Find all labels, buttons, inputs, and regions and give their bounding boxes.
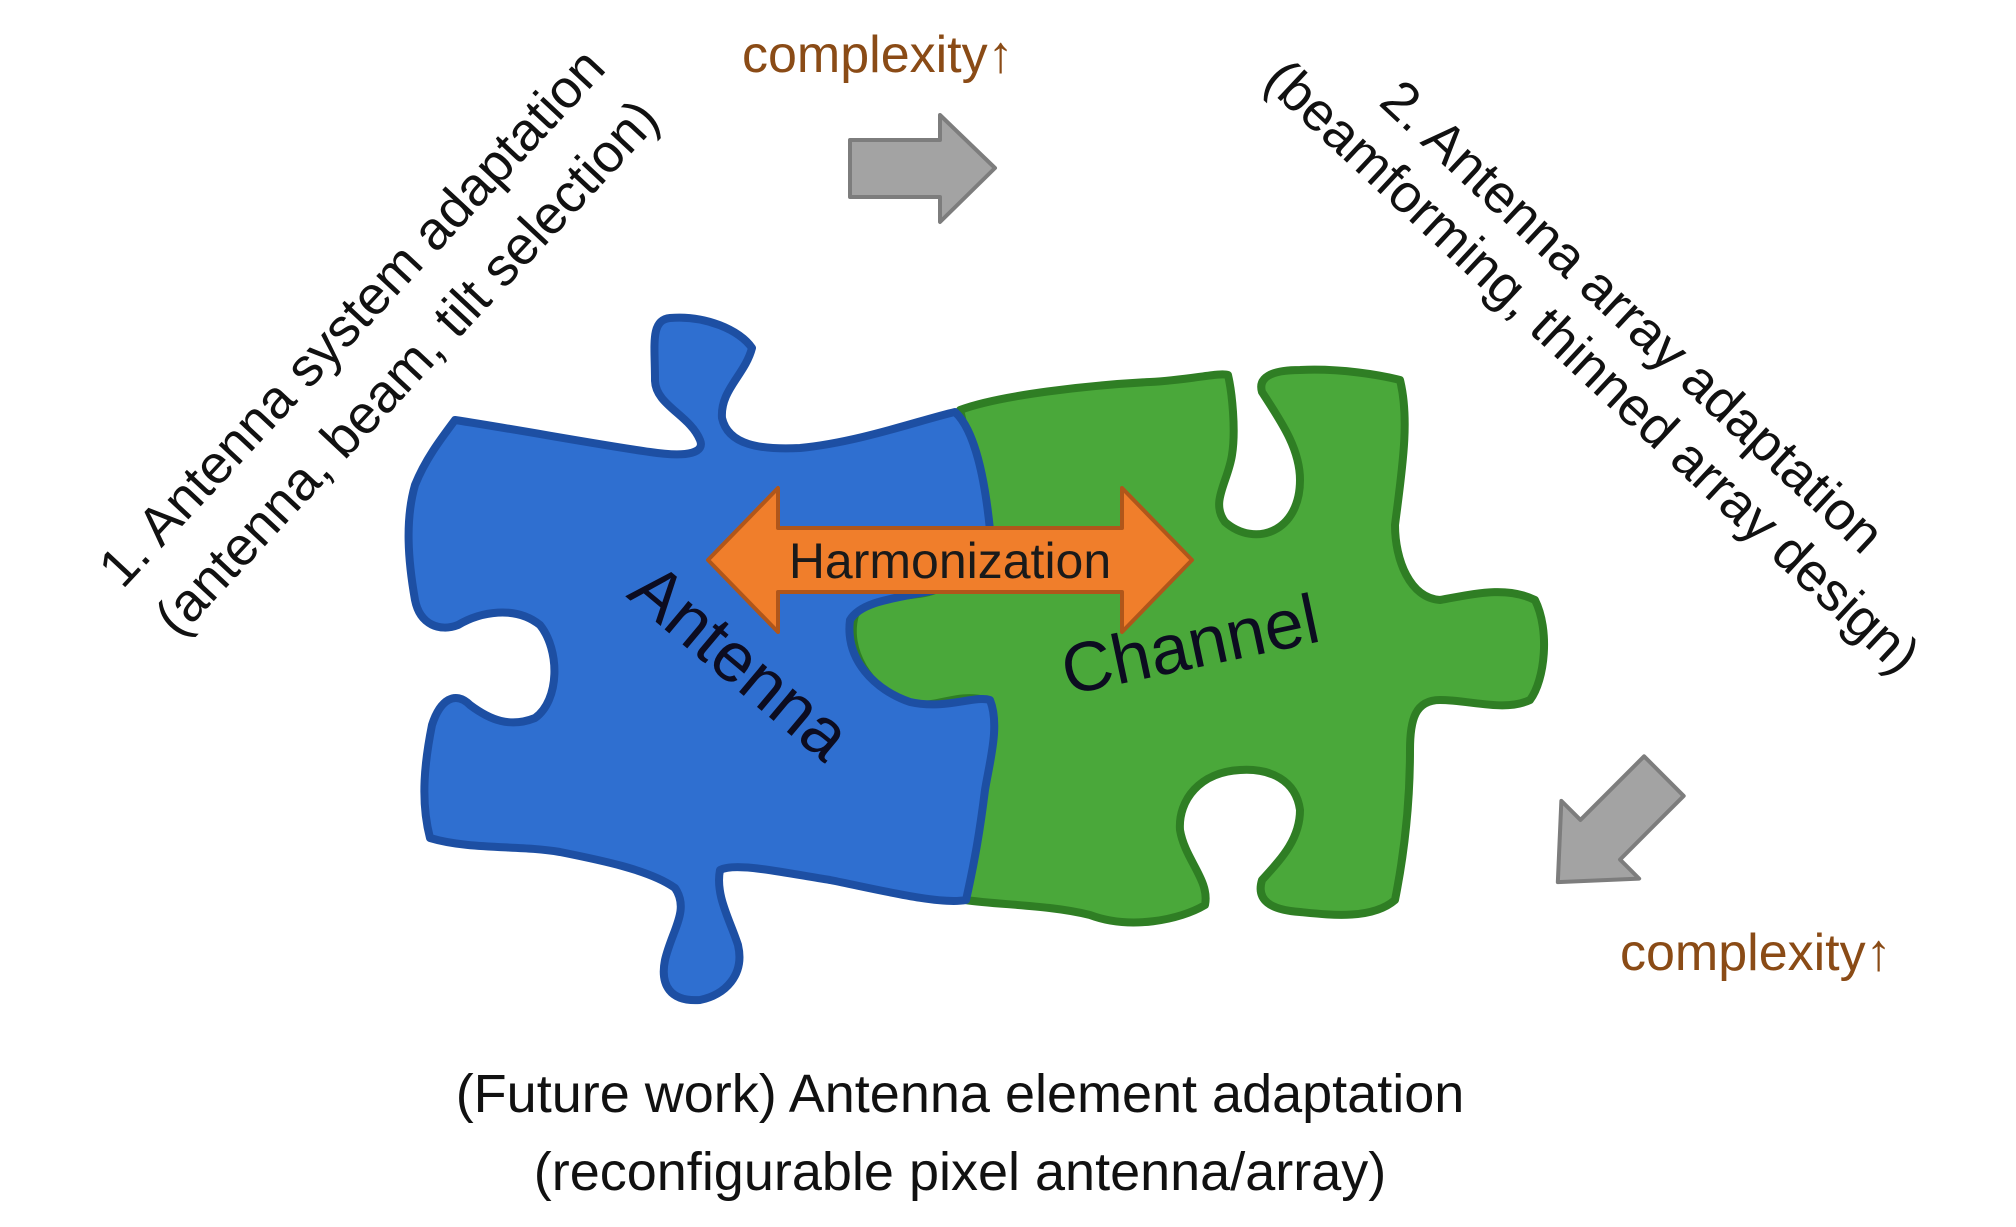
step2-title: 2. Antenna array adaptation bbox=[1369, 69, 1895, 565]
complexity-top-label: complexity↑ bbox=[742, 26, 1014, 84]
gray-right-arrow-icon bbox=[848, 113, 997, 224]
future-work-subtitle: (reconfigurable pixel antenna/array) bbox=[534, 1142, 1386, 1202]
gray-down-left-arrow-icon bbox=[1555, 754, 1686, 885]
complexity-bottom-label: complexity↑ bbox=[1620, 924, 1892, 982]
harmonization-double-arrow-icon bbox=[706, 486, 1194, 634]
antenna-puzzle-piece bbox=[404, 313, 999, 1005]
harmonization-label: Harmonization bbox=[789, 533, 1111, 589]
future-work-title: (Future work) Antenna element adaptation bbox=[456, 1064, 1465, 1124]
